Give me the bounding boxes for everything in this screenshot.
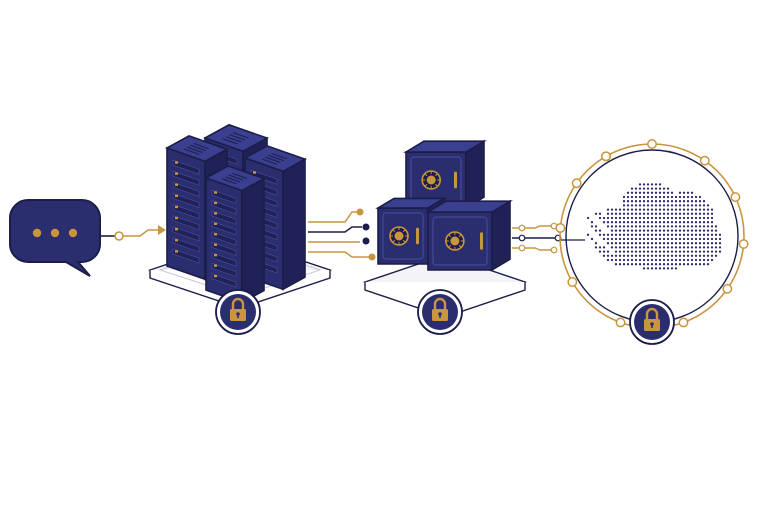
server-rack-icon — [165, 123, 307, 304]
padlock-icon — [215, 289, 261, 335]
chat-bubble-icon — [9, 199, 101, 277]
connector-chat-to-servers — [100, 225, 166, 241]
connector-vaults-to-cloud — [512, 222, 585, 254]
safe-vault-icon — [375, 139, 513, 272]
padlock-icon — [417, 289, 463, 335]
padlock-icon — [629, 299, 675, 345]
dotted-cloud-icon — [586, 183, 722, 270]
connector-servers-to-vaults — [308, 208, 376, 261]
cloud-ring — [555, 139, 749, 329]
